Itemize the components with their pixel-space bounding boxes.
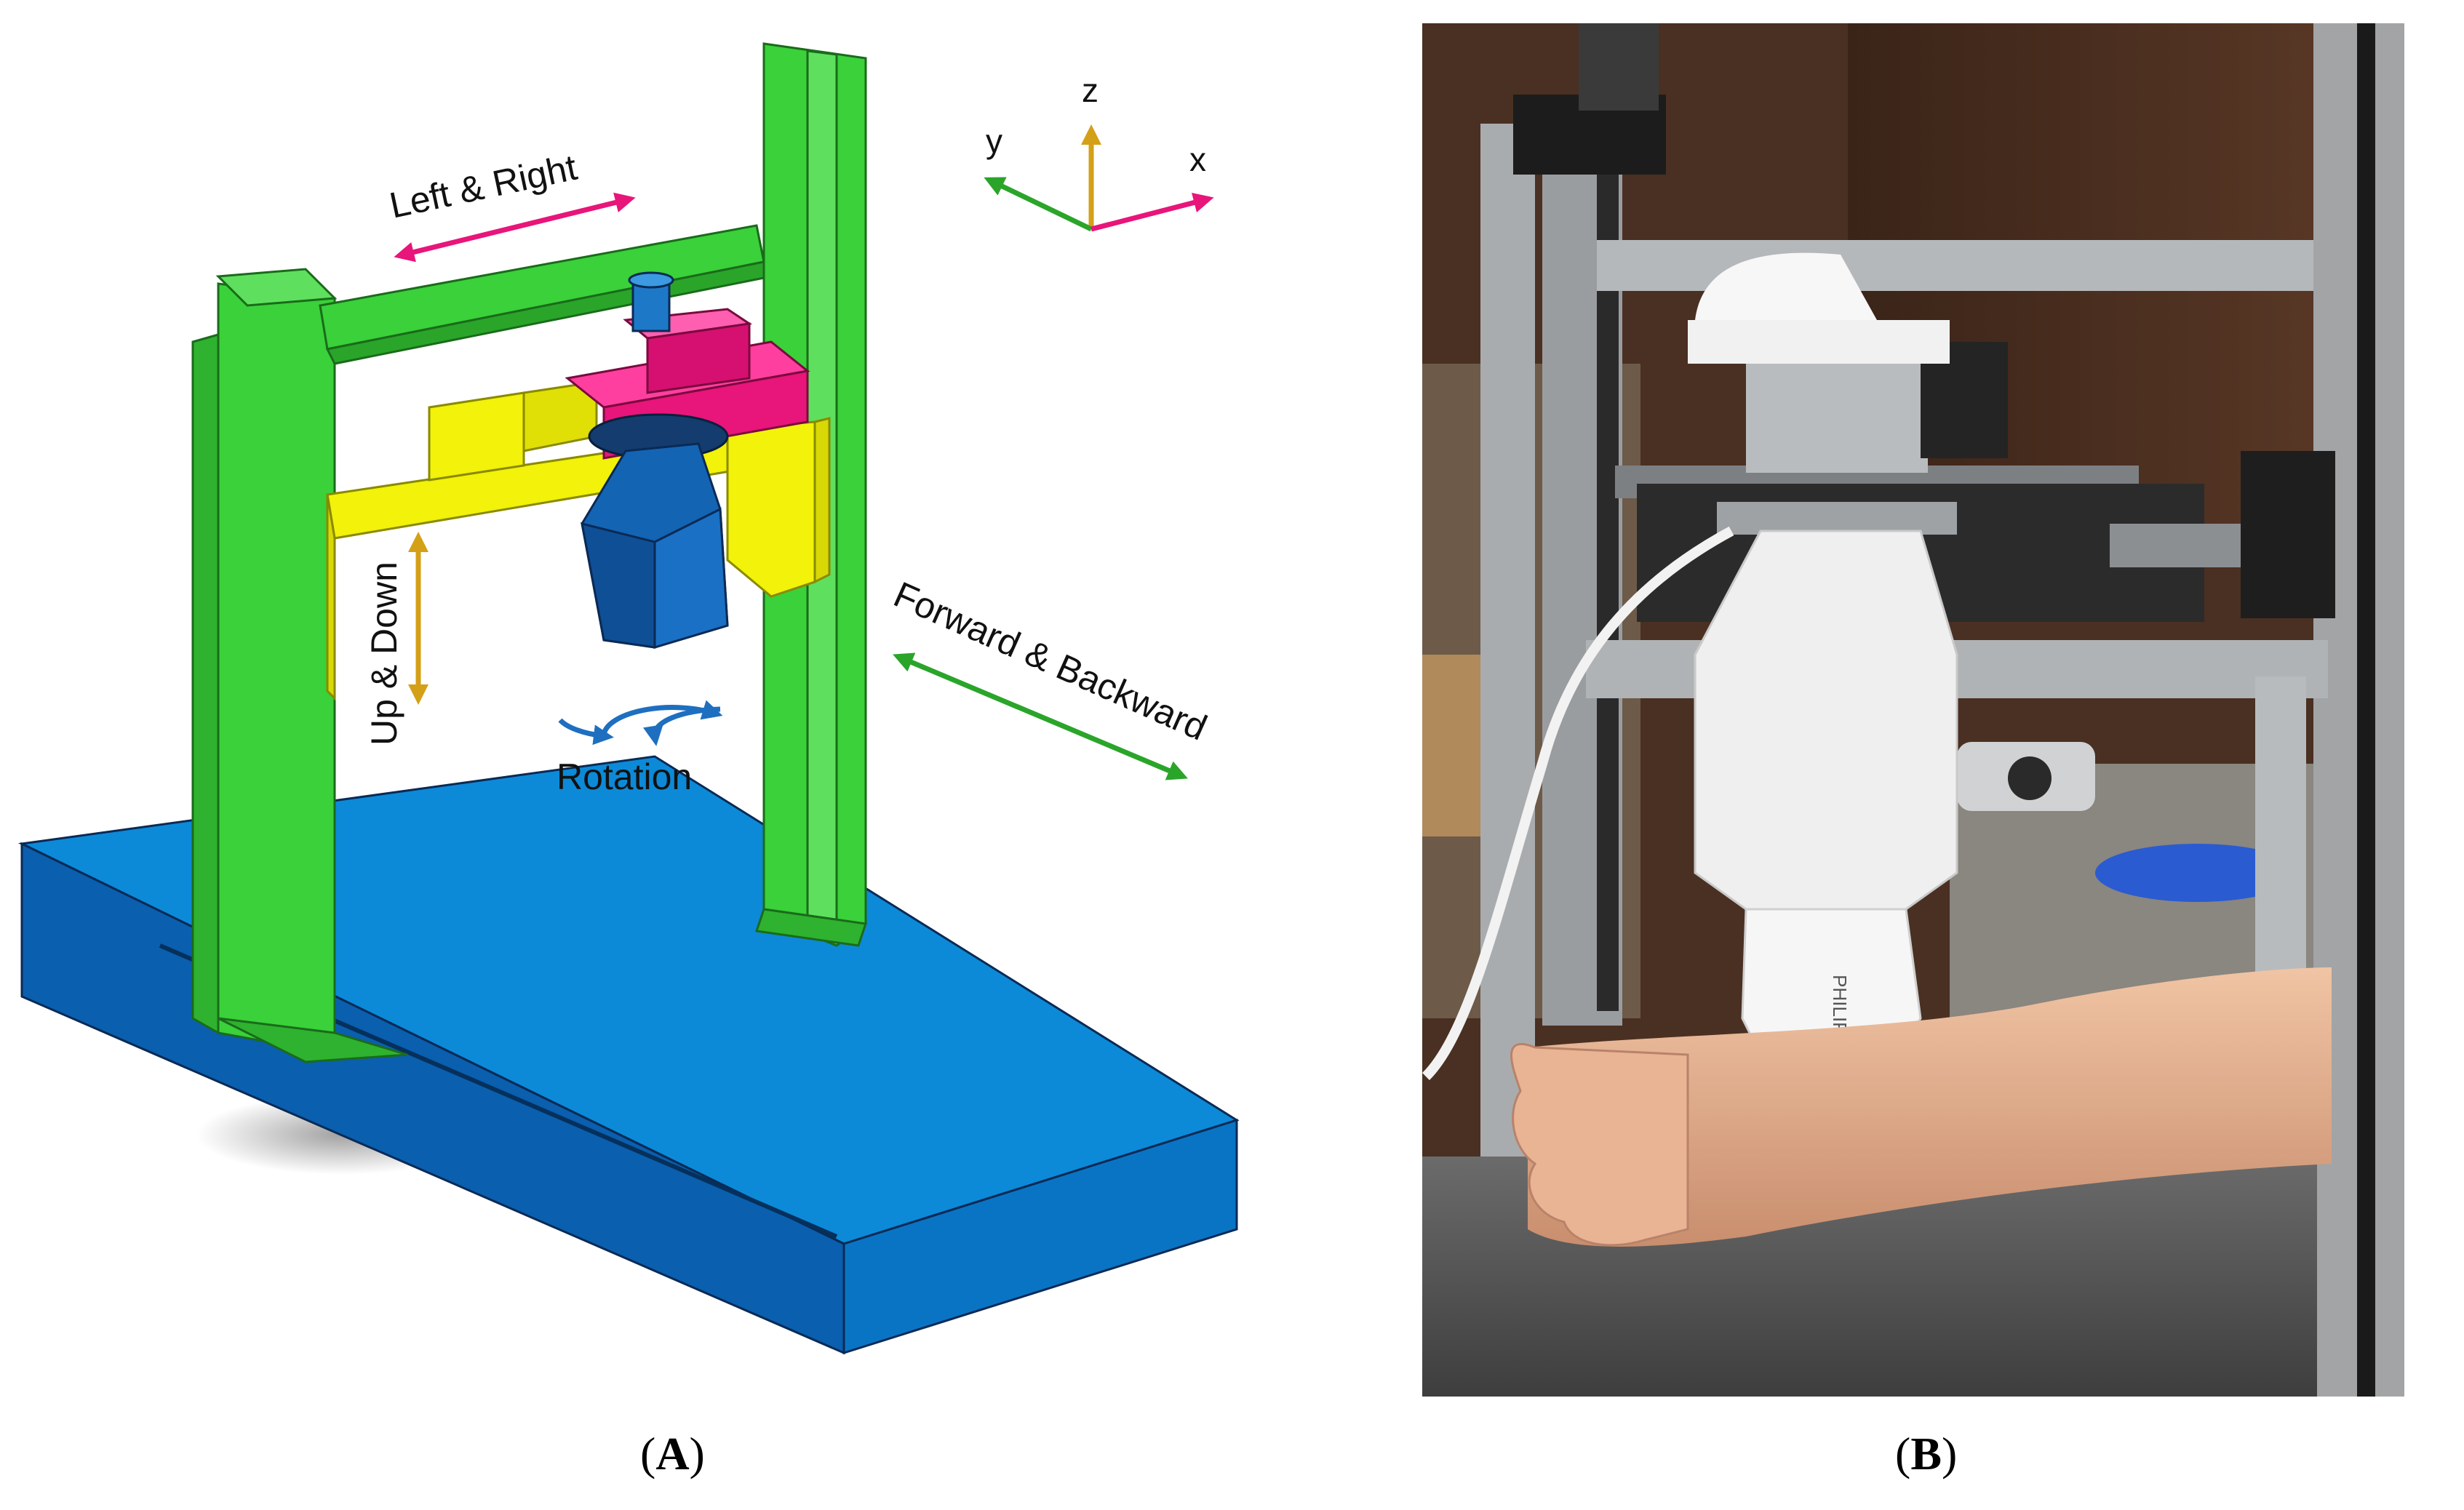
frame-left-post: [191, 268, 408, 1063]
lead-screw: [1597, 175, 1619, 1011]
hand: [1510, 1042, 1689, 1247]
y-axis-arrow: [984, 177, 1093, 232]
blue-tray: [2095, 844, 2299, 902]
up-down-label: Up & Down: [364, 562, 404, 746]
base-side-face: [842, 1118, 1238, 1355]
panel-b-label: (B): [1895, 1428, 1957, 1479]
right-motor: [2241, 451, 2335, 618]
right-edge-strip: [2357, 23, 2375, 1397]
probe-holder: [1694, 530, 1958, 911]
x-axis-label: x: [1189, 140, 1206, 178]
x-axis-arrow: [1091, 192, 1214, 232]
rotation-label: Rotation: [557, 756, 692, 797]
angle-bracket: [2255, 676, 2306, 1004]
coordinate-axes: z y x: [984, 71, 1214, 232]
motor-coupler: [1579, 23, 1659, 111]
camera-lens: [2008, 756, 2052, 800]
ball-screw: [2110, 524, 2241, 567]
rotation-gear-photo: [1717, 502, 1957, 535]
left-right-arrow: [394, 192, 636, 263]
probe-body: [581, 442, 729, 650]
panel-a-label: (A): [640, 1428, 705, 1479]
forearm: [1528, 967, 2332, 1247]
white-cap: [1688, 252, 1950, 364]
y-axis-label: y: [986, 122, 1002, 160]
panel-a-cad-model: Left & Right Up & Down Forward & Backwar…: [17, 42, 1240, 1355]
panel-b-photo: PHILIPS: [1422, 23, 2404, 1397]
rotation-arrow: [558, 700, 723, 746]
left-right-label: Left & Right: [386, 147, 581, 226]
z-axis-label: z: [1082, 71, 1099, 109]
forward-backward-arrow: [893, 652, 1188, 780]
probe-cable: [1422, 526, 1734, 1080]
vertical-rail-left: [1480, 124, 1535, 1178]
probe-knob: [628, 271, 674, 332]
